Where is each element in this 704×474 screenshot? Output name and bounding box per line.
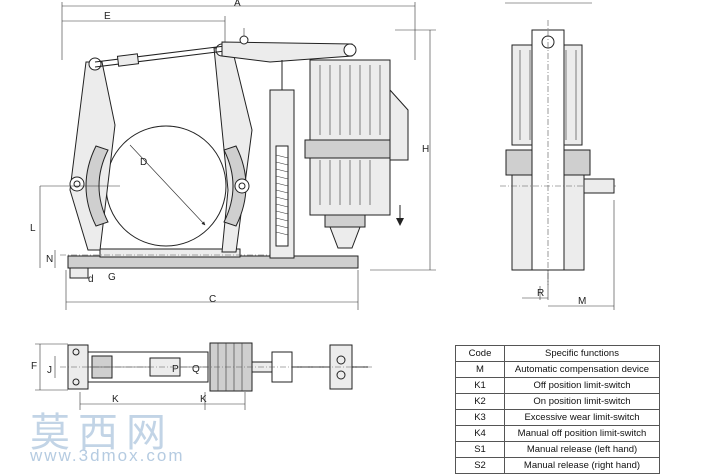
top-view: F J P Q K K <box>31 342 372 410</box>
row-function: On position limit-switch <box>504 393 660 410</box>
row-code: K4 <box>455 425 505 442</box>
header-code: Code <box>455 345 505 362</box>
dim-label-K-right: K <box>200 394 207 405</box>
dim-label-R: R <box>537 288 544 299</box>
table-row: K4 Manual off position limit-switch <box>455 425 660 442</box>
dim-label-J: J <box>47 365 52 376</box>
dim-label-H: H <box>422 144 429 155</box>
row-function: Manual release (left hand) <box>504 441 660 458</box>
table-header-row: Code Specific functions <box>455 345 660 362</box>
dim-label-D: D <box>140 157 147 168</box>
dim-label-A: A <box>234 0 241 9</box>
dim-label-M: M <box>578 296 586 307</box>
row-function: Excessive wear limit-switch <box>504 409 660 426</box>
table-row: K2 On position limit-switch <box>455 393 660 410</box>
function-code-table: Code Specific functions M Automatic comp… <box>455 345 660 474</box>
row-code: S2 <box>455 457 505 474</box>
row-code: K2 <box>455 393 505 410</box>
table-row: K1 Off position limit-switch <box>455 377 660 394</box>
side-view: R M <box>500 2 616 310</box>
row-code: S1 <box>455 441 505 458</box>
dim-label-d: d <box>88 274 94 285</box>
table-row: M Automatic compensation device <box>455 361 660 378</box>
dim-label-P: P <box>172 364 179 375</box>
dim-label-K-left: K <box>112 394 119 405</box>
dim-label-C: C <box>209 294 216 305</box>
table-row: K3 Excessive wear limit-switch <box>455 409 660 426</box>
lever <box>221 41 353 63</box>
brake-drum <box>105 125 227 247</box>
dim-label-G: G <box>108 272 116 283</box>
row-function: Manual release (right hand) <box>504 457 660 474</box>
watermark-text: 莫西网 <box>30 410 174 456</box>
row-code: M <box>455 361 505 378</box>
row-code: K3 <box>455 409 505 426</box>
row-function: Off position limit-switch <box>504 377 660 394</box>
front-view: A E H D <box>30 0 436 310</box>
table-row: S2 Manual release (right hand) <box>455 457 660 474</box>
dim-label-F: F <box>31 361 37 372</box>
watermark-url: www.3dmox.com <box>30 446 185 465</box>
dim-label-Q: Q <box>192 364 200 375</box>
dim-label-N: N <box>46 254 53 265</box>
row-function: Manual off position limit-switch <box>504 425 660 442</box>
row-code: K1 <box>455 377 505 394</box>
row-function: Automatic compensation device <box>504 361 660 378</box>
dim-label-E: E <box>104 11 111 22</box>
header-function: Specific functions <box>504 345 660 362</box>
dim-label-L: L <box>30 223 36 234</box>
table-row: S1 Manual release (left hand) <box>455 441 660 458</box>
